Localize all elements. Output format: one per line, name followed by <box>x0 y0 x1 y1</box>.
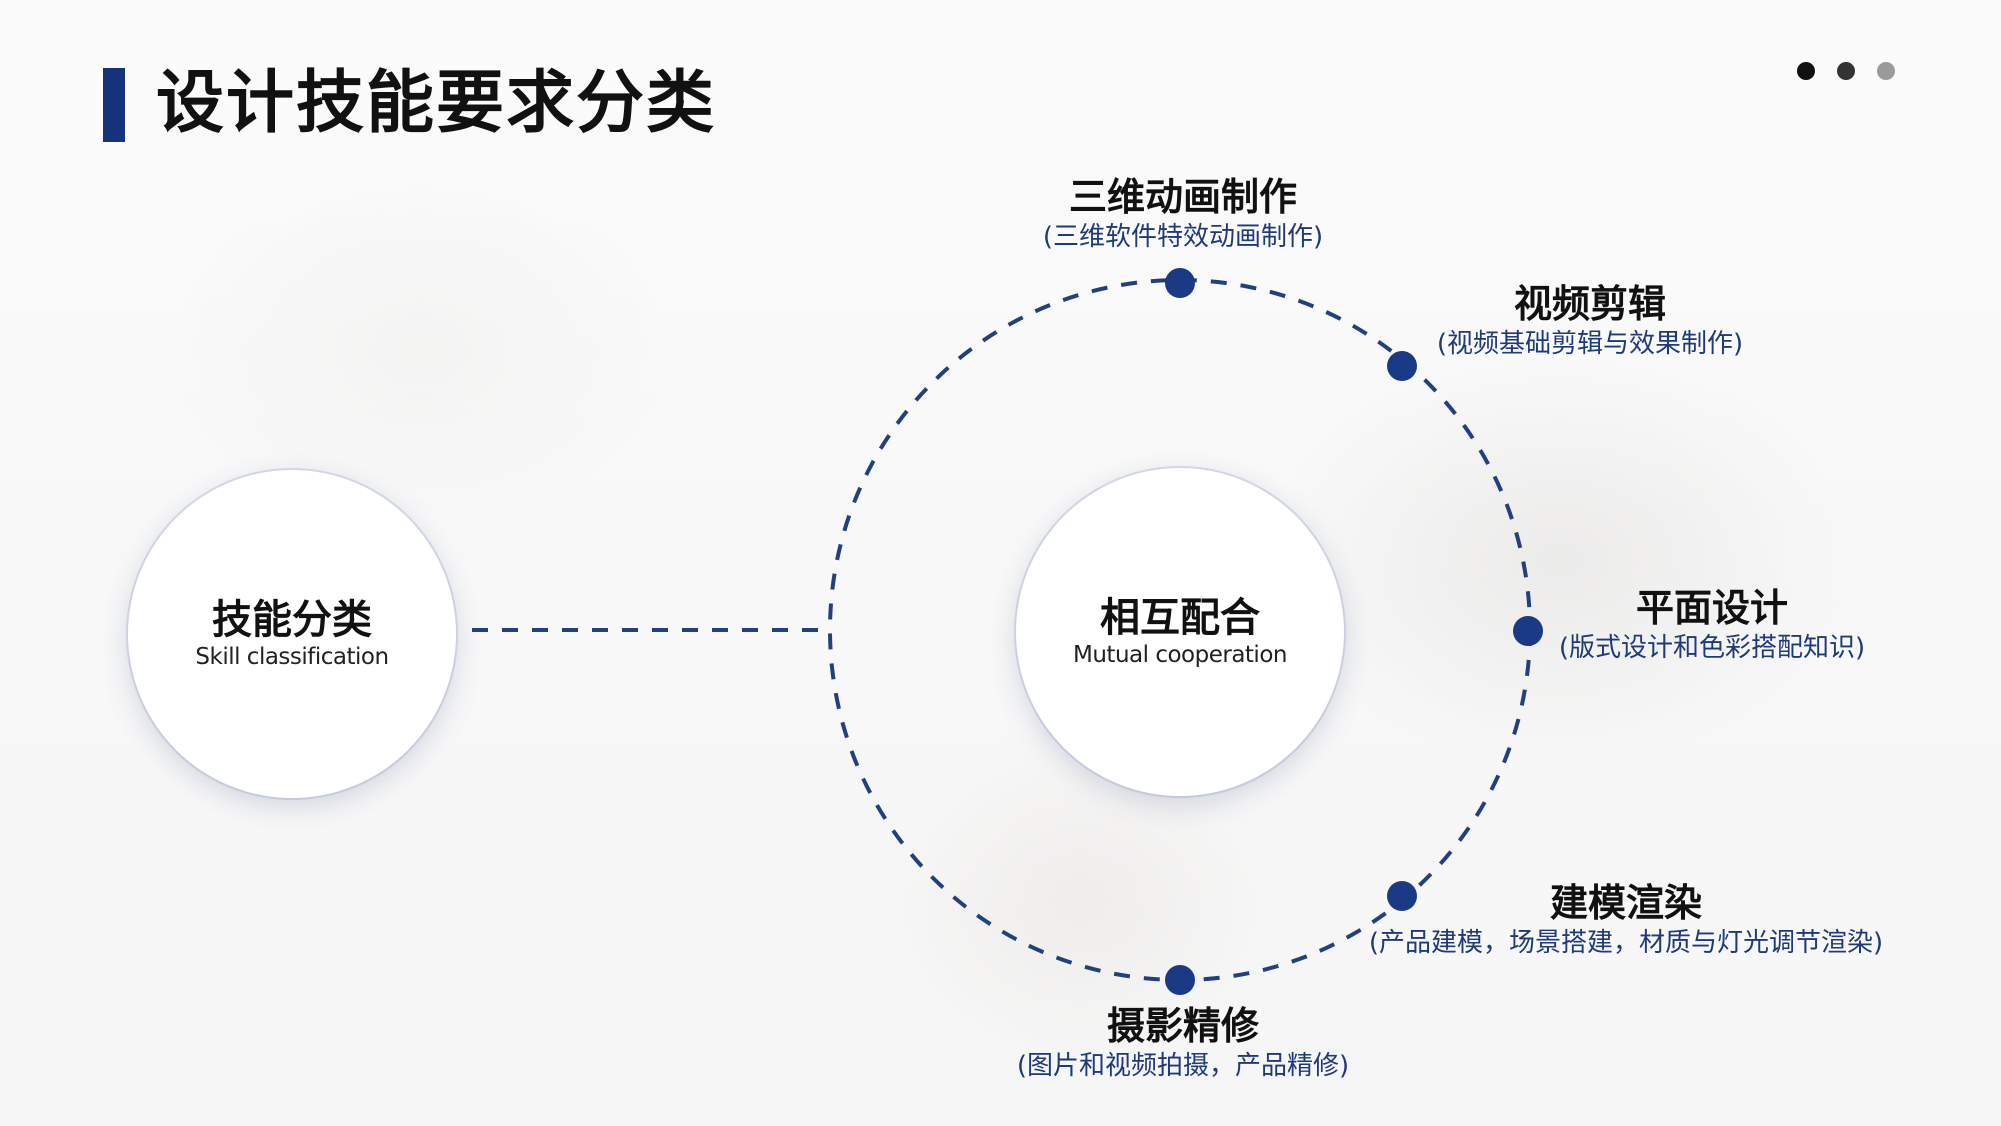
node-title: 三维动画制作 <box>1068 175 1298 219</box>
node-desc: (三维软件特效动画制作) <box>1042 222 1324 252</box>
node-3d-animation: 三维动画制作 (三维软件特效动画制作) <box>1043 174 1323 254</box>
node-title: 平面设计 <box>1635 586 1789 630</box>
node-modeling-rendering: 建模渲染 (产品建模，场景搭建，材质与灯光调节渲染) <box>1369 880 1883 960</box>
node-dot-modeling-rendering <box>1387 881 1417 911</box>
node-desc: (版式设计和色彩搭配知识) <box>1558 633 1866 663</box>
node-dot-graphic-design <box>1513 616 1543 646</box>
node-video-editing: 视频剪辑 (视频基础剪辑与效果制作) <box>1437 281 1743 361</box>
node-desc: (产品建模，场景搭建，材质与灯光调节渲染) <box>1368 928 1884 958</box>
node-title: 视频剪辑 <box>1513 282 1667 326</box>
title-accent-bar <box>103 68 125 142</box>
node-desc: (图片和视频拍摄，产品精修) <box>1016 1051 1350 1081</box>
node-dot-3d-animation <box>1165 268 1195 298</box>
node-desc: (视频基础剪辑与效果制作) <box>1436 329 1744 359</box>
mutual-cooperation-circle: 相互配合 Mutual cooperation <box>1016 468 1344 796</box>
node-photography: 摄影精修 (图片和视频拍摄，产品精修) <box>1017 1003 1349 1083</box>
node-title: 摄影精修 <box>1106 1004 1260 1048</box>
page-title: 设计技能要求分类 <box>156 64 717 143</box>
node-title: 建模渲染 <box>1549 881 1703 925</box>
mutual-cooperation-title: 相互配合 <box>1100 595 1260 641</box>
skill-classification-circle: 技能分类 Skill classification <box>128 470 456 798</box>
mutual-cooperation-subtitle: Mutual cooperation <box>1073 642 1287 668</box>
node-dot-video-editing <box>1387 351 1417 381</box>
dot-2 <box>1837 62 1855 80</box>
skill-classification-subtitle: Skill classification <box>195 644 389 670</box>
dot-1 <box>1797 62 1815 80</box>
dot-3 <box>1877 62 1895 80</box>
node-graphic-design: 平面设计 (版式设计和色彩搭配知识) <box>1559 585 1865 665</box>
skill-classification-title: 技能分类 <box>212 597 372 643</box>
node-dot-photography <box>1165 965 1195 995</box>
